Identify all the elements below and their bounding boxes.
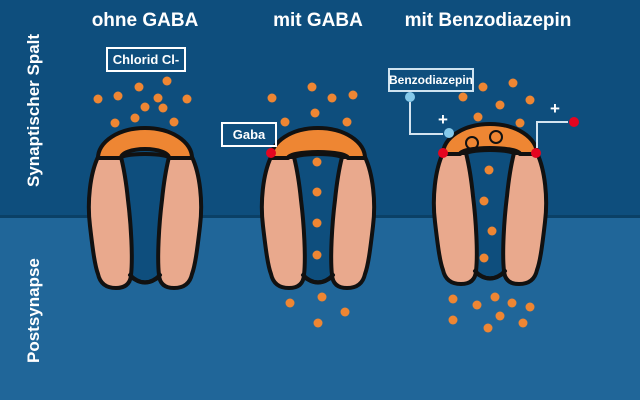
chloride-ion bbox=[478, 82, 488, 92]
chloride-ion bbox=[448, 294, 458, 304]
gaba-free-marker bbox=[569, 117, 579, 127]
receptor-closed bbox=[86, 126, 204, 290]
chloride-ion-in-channel bbox=[312, 250, 322, 260]
plus-sign-gaba: + bbox=[550, 99, 560, 118]
chloride-ion bbox=[518, 318, 528, 328]
ions-channel-panel2 bbox=[312, 157, 322, 260]
gaba-molecule-bound bbox=[266, 148, 276, 158]
gaba-molecule-free bbox=[569, 117, 579, 127]
region-label-postsynapse: Postsynapse bbox=[24, 258, 43, 363]
chloride-ion bbox=[348, 90, 358, 100]
benzodiazepine-molecule-bound bbox=[444, 128, 454, 138]
receptor-gate-thick bbox=[96, 126, 194, 160]
chloride-ion-in-channel bbox=[312, 218, 322, 228]
chloride-label: Chlorid Cl- bbox=[106, 47, 186, 72]
chloride-ion-in-channel bbox=[312, 157, 322, 167]
chloride-ion bbox=[285, 298, 295, 308]
chloride-ion bbox=[140, 102, 150, 112]
receptor-subunit-left bbox=[86, 155, 134, 290]
benzo-connector-line bbox=[409, 102, 443, 135]
chloride-ion-in-channel bbox=[484, 165, 494, 175]
receptor-subunit-left bbox=[431, 151, 479, 286]
chloride-ion bbox=[93, 94, 103, 104]
ions-above-panel2 bbox=[267, 82, 358, 127]
chloride-ion bbox=[495, 311, 505, 321]
region-label-synaptic-cleft: Synaptischer Spalt bbox=[24, 33, 43, 187]
chloride-ion bbox=[495, 100, 505, 110]
receptor-gate-stretched bbox=[269, 126, 367, 160]
benzo-free-marker bbox=[405, 92, 415, 102]
chloride-ion bbox=[310, 108, 320, 118]
chloride-ion-in-channel bbox=[479, 196, 489, 206]
receptor-subunit-right bbox=[501, 151, 549, 286]
gaba-molecule-bound bbox=[438, 148, 448, 158]
gaba-molecule-bound bbox=[531, 148, 541, 158]
chloride-ion bbox=[169, 117, 179, 127]
channel-bottom-open bbox=[473, 269, 507, 281]
chloride-ion bbox=[110, 118, 120, 128]
ions-above-panel1 bbox=[93, 76, 192, 128]
ions-below-panel3 bbox=[448, 292, 535, 333]
chloride-ion bbox=[448, 315, 458, 325]
chloride-ion bbox=[327, 93, 337, 103]
chloride-ion bbox=[458, 92, 468, 102]
chloride-ion bbox=[525, 95, 535, 105]
receptor-subunit-right bbox=[329, 155, 377, 290]
chloride-ion bbox=[134, 82, 144, 92]
gate-pore-circle bbox=[465, 136, 479, 150]
chloride-ion bbox=[490, 292, 500, 302]
panel-title-mit-benzodiazepin: mit Benzodiazepin bbox=[404, 10, 572, 31]
chloride-ion bbox=[158, 103, 168, 113]
ions-above-panel3 bbox=[458, 78, 535, 128]
gaba-binding-sites bbox=[266, 148, 541, 158]
benzo-binding-site bbox=[444, 128, 454, 138]
chloride-ion bbox=[508, 78, 518, 88]
chloride-ion bbox=[313, 318, 323, 328]
chloride-ion bbox=[280, 117, 290, 127]
chloride-ion-in-channel bbox=[312, 187, 322, 197]
chloride-ion bbox=[473, 112, 483, 122]
chloride-ion-in-channel bbox=[479, 253, 489, 263]
chloride-ion bbox=[515, 118, 525, 128]
chloride-ion bbox=[507, 298, 517, 308]
benzodiazepine-label: Benzodiazepin bbox=[388, 68, 474, 92]
chloride-ion bbox=[162, 76, 172, 86]
chloride-ion-in-channel bbox=[487, 226, 497, 236]
channel-bottom-closed bbox=[128, 273, 162, 285]
panel-title-ohne-gaba: ohne GABA bbox=[91, 10, 199, 31]
receptor-open-benzo bbox=[431, 122, 549, 286]
chloride-ion bbox=[113, 91, 123, 101]
receptor-subunit-right bbox=[156, 155, 204, 290]
chloride-ion bbox=[307, 82, 317, 92]
chloride-ion bbox=[340, 307, 350, 317]
chloride-ion bbox=[317, 292, 327, 302]
chloride-ion bbox=[182, 94, 192, 104]
chloride-ion bbox=[525, 302, 535, 312]
chloride-ion bbox=[483, 323, 493, 333]
benzodiazepine-molecule-free bbox=[405, 92, 415, 102]
panel-title-mit-gaba: mit GABA bbox=[273, 10, 363, 31]
ions-below-panel2 bbox=[285, 292, 350, 328]
chloride-ion bbox=[267, 93, 277, 103]
ions-channel-panel3 bbox=[479, 165, 497, 263]
channel-bottom-open bbox=[301, 273, 335, 285]
receptor-subunit-left bbox=[259, 155, 307, 290]
gaba-connector-line bbox=[536, 121, 568, 148]
gaba-label: Gaba bbox=[221, 122, 277, 147]
chloride-ion bbox=[130, 113, 140, 123]
chloride-ion bbox=[153, 93, 163, 103]
plus-sign-benzo: + bbox=[438, 110, 448, 129]
receptor-open-gaba bbox=[259, 126, 377, 290]
chloride-ion bbox=[342, 117, 352, 127]
chloride-ion bbox=[472, 300, 482, 310]
gate-pore-circle bbox=[489, 130, 503, 144]
